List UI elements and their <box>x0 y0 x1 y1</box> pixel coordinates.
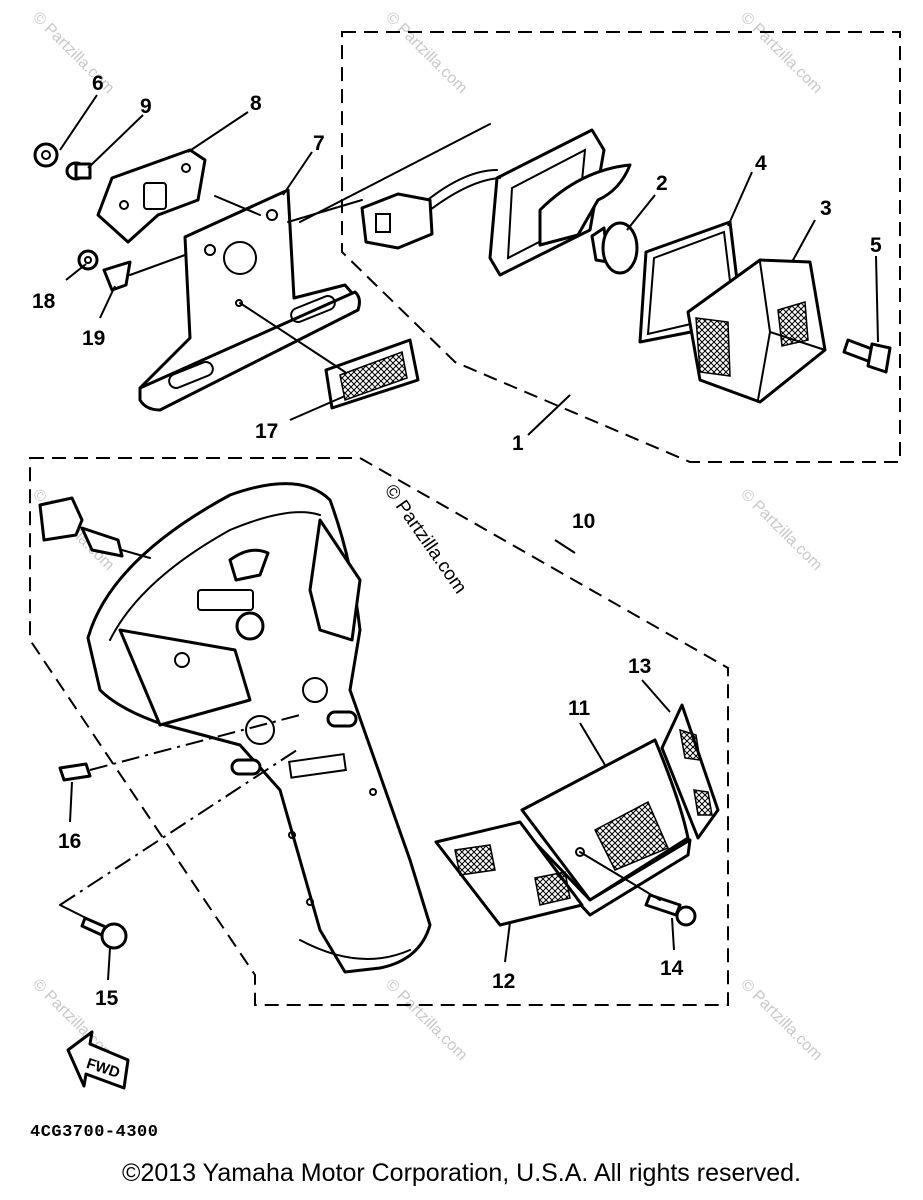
top-leaders <box>59 94 879 436</box>
rear-fender-10 <box>86 482 432 974</box>
nut-16 <box>58 762 92 782</box>
collar-9 <box>65 161 92 181</box>
bottom-leaders <box>59 539 675 981</box>
assembly-1-boundary <box>341 31 901 463</box>
copyright-notice: ©2013 Yamaha Motor Corporation, U.S.A. A… <box>122 1159 801 1187</box>
screw-5 <box>842 338 892 374</box>
callout-17: 17 <box>255 420 278 443</box>
nut-6 <box>33 142 59 168</box>
watermark: © Partzilla.com <box>29 9 117 97</box>
callout-10: 10 <box>572 510 595 533</box>
clip-19 <box>102 260 132 292</box>
callout-numbers: 6 9 8 7 18 19 17 2 4 3 5 1 10 11 13 12 1… <box>32 72 882 1010</box>
watermark: © Partzilla.com <box>382 976 470 1064</box>
callout-12: 12 <box>492 970 515 993</box>
callout-15: 15 <box>95 987 119 1010</box>
license-bracket <box>138 188 361 412</box>
bulb-2 <box>590 221 639 275</box>
callout-6: 6 <box>92 72 104 95</box>
callout-3: 3 <box>820 197 832 220</box>
callout-19: 19 <box>82 327 105 350</box>
reflector-17 <box>324 338 420 410</box>
wire-connector <box>360 192 434 250</box>
callout-13: 13 <box>628 655 651 678</box>
watermark: © Partzilla.com <box>737 9 825 97</box>
watermark-center: © Partzilla.com <box>380 481 471 598</box>
side-lens-13 <box>660 703 720 840</box>
bolt-15 <box>80 916 128 950</box>
watermark: © Partzilla.com <box>737 486 825 574</box>
nut-18 <box>77 249 99 271</box>
callout-16: 16 <box>58 830 81 853</box>
callout-18: 18 <box>32 290 56 313</box>
lamp-bracket-8 <box>96 148 207 244</box>
lens-3 <box>686 258 827 404</box>
callout-9: 9 <box>140 95 152 118</box>
assembly-10-boundary <box>29 457 729 1006</box>
watermark: © Partzilla.com <box>382 9 470 97</box>
callout-2: 2 <box>656 172 668 195</box>
side-lens-12 <box>434 820 584 927</box>
screw-14 <box>644 893 697 927</box>
fender-connector <box>38 496 151 559</box>
tail-lamp-housing <box>424 128 632 277</box>
callout-4: 4 <box>755 152 767 175</box>
callout-11: 11 <box>568 697 591 720</box>
callout-5: 5 <box>870 234 882 257</box>
callout-14: 14 <box>660 957 684 980</box>
diagram-code: 4CG3700-4300 <box>30 1123 159 1142</box>
callout-8: 8 <box>250 92 262 115</box>
watermark: © Partzilla.com <box>737 976 825 1064</box>
callout-1: 1 <box>512 432 524 455</box>
callout-7: 7 <box>313 132 325 155</box>
